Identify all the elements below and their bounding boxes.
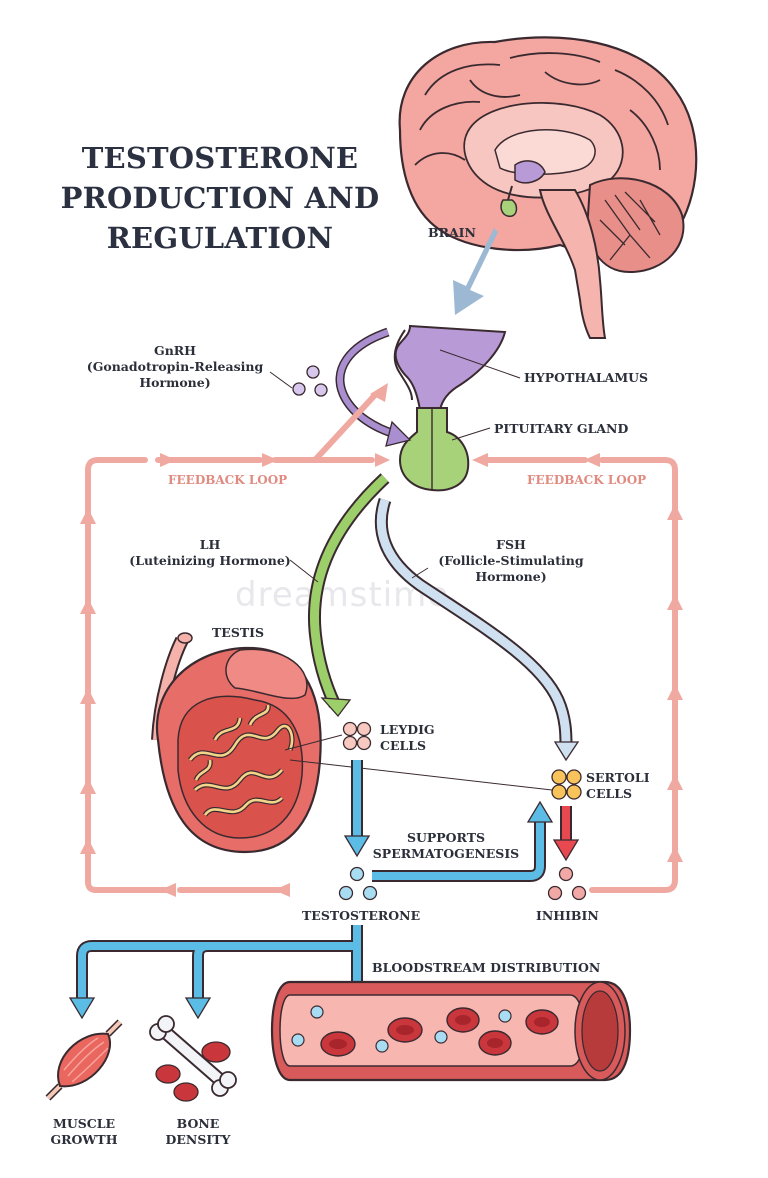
title-line-3: REGULATION <box>106 221 334 255</box>
bone-label-line-2: DENSITY <box>165 1132 231 1147</box>
brain-label: BRAIN <box>428 225 476 240</box>
lh-label-line-2: (Luteinizing Hormone) <box>129 553 291 568</box>
muscle-label-line-1: MUSCLE <box>52 1116 116 1131</box>
sertoli-label-line-1: SERTOLI <box>586 770 650 785</box>
leydig-label-line-2: CELLS <box>380 738 427 753</box>
gnrh-label-line-1: GnRH <box>154 343 196 358</box>
sertoli-cells-label: SERTOLI CELLS <box>586 770 650 802</box>
lh-label-line-1: LH <box>199 537 221 552</box>
lh-label: LH (Luteinizing Hormone) <box>120 537 300 569</box>
hypothalamus-label: HYPOTHALAMUS <box>524 370 649 385</box>
fsh-leader-line <box>411 567 429 579</box>
testosterone-label: TESTOSTERONE <box>302 908 421 923</box>
supports-label-line-2: SPERMATOGENESIS <box>372 846 520 861</box>
gnrh-label-line-2: (Gonadotropin-Releasing <box>86 359 264 374</box>
hypothalamus-pituitary-icon <box>393 324 507 492</box>
bone-icon <box>149 1015 237 1102</box>
pituitary-gland-label: PITUITARY GLAND <box>494 421 629 436</box>
sertoli-to-inhibin-arrow <box>552 806 580 862</box>
supports-spermatogenesis-label: SUPPORTS SPERMATOGENESIS <box>372 830 520 862</box>
distribution-arrows <box>76 925 363 1010</box>
leydig-cells-icon <box>342 721 372 751</box>
inhibin-label: INHIBIN <box>536 908 599 923</box>
fsh-arrow <box>374 497 580 762</box>
title-line-2: PRODUCTION AND <box>60 181 380 215</box>
gnrh-label: GnRH (Gonadotropin-Releasing Hormone) <box>80 343 270 391</box>
title-line-1: TESTOSTERONE <box>81 141 359 175</box>
feedback-loop-left-label: FEEDBACK LOOP <box>168 473 288 487</box>
fsh-label-line-3: Hormone) <box>475 569 547 584</box>
testosterone-to-sertoli-arrow <box>372 800 554 882</box>
inhibin-molecule-icon <box>547 866 587 901</box>
bone-label-line-1: BONE <box>176 1116 220 1131</box>
lh-arrow <box>307 473 390 718</box>
bloodstream-distribution-label: BLOODSTREAM DISTRIBUTION <box>372 960 601 975</box>
brain-icon <box>398 36 698 339</box>
sertoli-cells-icon <box>551 769 582 800</box>
hypothalamus-leader-line <box>439 349 521 379</box>
muscle-label-line-2: GROWTH <box>50 1132 118 1147</box>
fsh-label-line-1: FSH <box>496 537 526 552</box>
gnrh-molecule-icon <box>269 365 328 397</box>
feedback-loop-right <box>479 457 678 893</box>
leydig-label-line-1: LEYDIG <box>380 722 435 737</box>
fsh-label-line-2: (Follicle-Stimulating <box>438 553 584 568</box>
leydig-to-testosterone-arrow <box>343 760 371 858</box>
muscle-growth-label: MUSCLE GROWTH <box>42 1116 126 1148</box>
lh-leader-line <box>289 559 319 583</box>
leydig-leader-line <box>284 734 343 751</box>
red-blood-cells <box>320 1007 559 1057</box>
testis-icon <box>151 632 322 854</box>
blood-vessel-icon <box>270 980 632 1082</box>
muscle-icon <box>45 1019 123 1101</box>
fsh-label: FSH (Follicle-Stimulating Hormone) <box>426 537 596 585</box>
gnrh-arrow <box>335 327 412 447</box>
page-title: TESTOSTERONE PRODUCTION AND REGULATION <box>50 138 390 258</box>
brain-to-hypothalamus-arrow <box>453 228 498 315</box>
sertoli-leader-line <box>289 759 553 791</box>
testosterone-in-blood <box>291 1005 512 1053</box>
feedback-loop-left <box>85 392 378 893</box>
gnrh-label-line-3: Hormone) <box>139 375 211 390</box>
sertoli-label-line-2: CELLS <box>586 786 633 801</box>
testosterone-molecule-icon <box>338 866 378 901</box>
pituitary-leader-line <box>451 427 491 441</box>
supports-label-line-1: SUPPORTS <box>406 830 486 845</box>
feedback-arrowheads-right <box>472 453 683 862</box>
feedback-loop-right-label: FEEDBACK LOOP <box>527 473 647 487</box>
bone-density-label: BONE DENSITY <box>160 1116 236 1148</box>
feedback-arrowheads-left <box>80 383 390 897</box>
leydig-cells-label: LEYDIG CELLS <box>380 722 435 754</box>
testis-label: TESTIS <box>212 625 265 640</box>
